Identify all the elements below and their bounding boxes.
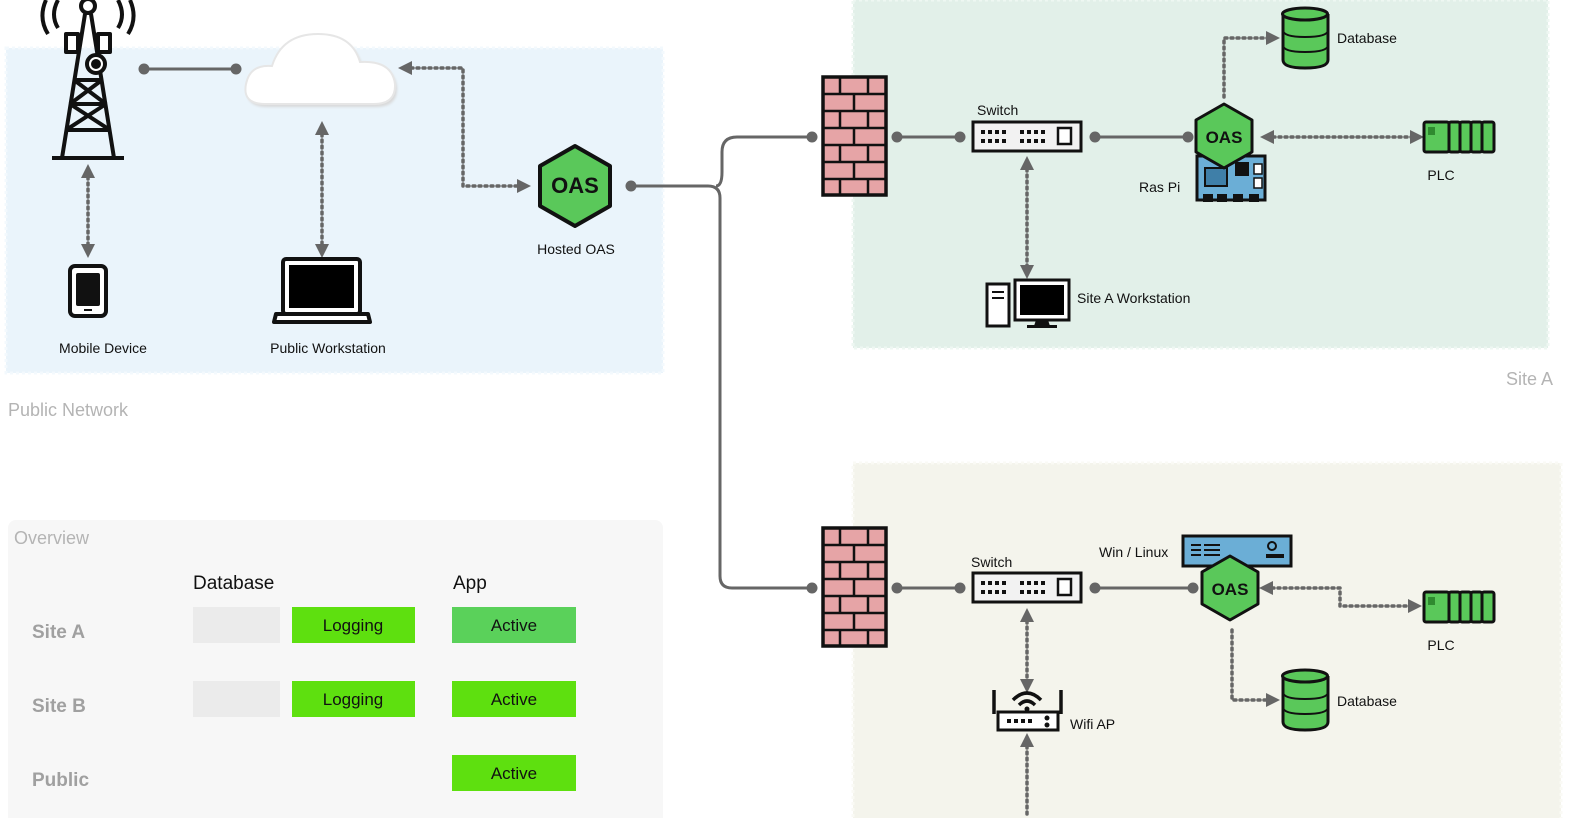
overview-panel xyxy=(8,520,663,818)
win-linux-label: Win / Linux xyxy=(1099,544,1168,560)
site-a-workstation-label: Site A Workstation xyxy=(1077,290,1190,306)
oas-site-a-icon: OAS xyxy=(1194,102,1254,170)
mobile-device-label: Mobile Device xyxy=(59,340,147,356)
logging-badge-text: Logging xyxy=(323,616,384,635)
site-a-label: Site A xyxy=(1506,369,1553,389)
oas-site-b-icon: OAS xyxy=(1200,554,1260,622)
desktop-workstation-icon xyxy=(985,278,1071,328)
plc-site-b-label: PLC xyxy=(1427,637,1454,653)
database-site-b-icon xyxy=(1281,668,1330,732)
wifi-ap-icon xyxy=(992,690,1063,732)
app-status-text: Active xyxy=(491,690,537,709)
site-b-zone xyxy=(851,461,1563,818)
svg-text:OAS: OAS xyxy=(1212,580,1249,599)
overview-row-label: Public xyxy=(32,770,89,791)
plc-site-a-icon xyxy=(1422,120,1496,154)
overview-col-database: Database xyxy=(193,573,274,594)
overview-col-app: App xyxy=(453,573,487,594)
overview-row-site-b: Site B Logging Active xyxy=(32,681,576,717)
logging-badge-text: Logging xyxy=(323,690,384,709)
overview-row-public: Public Active xyxy=(32,755,576,791)
overview-title: Overview xyxy=(14,528,90,548)
svg-text:OAS: OAS xyxy=(551,173,599,198)
firewall-site-b-icon xyxy=(821,526,888,648)
logging-badge xyxy=(292,607,415,643)
overview-row-site-a: Site A Logging Active xyxy=(32,607,576,643)
public-workstation-label: Public Workstation xyxy=(270,340,386,356)
hosted-oas-icon: OAS xyxy=(538,144,612,228)
firewall-site-a-icon xyxy=(821,75,888,197)
switch-site-b-label: Switch xyxy=(971,554,1012,570)
app-status-text: Active xyxy=(491,764,537,783)
plc-site-a-label: PLC xyxy=(1427,167,1454,183)
switch-site-a-icon xyxy=(971,120,1083,153)
database-site-b-label: Database xyxy=(1337,693,1397,709)
hosted-oas-label: Hosted OAS xyxy=(537,241,615,257)
overview-row-label: Site A xyxy=(32,622,85,643)
logging-badge xyxy=(292,681,415,717)
mobile-device-icon xyxy=(68,264,108,318)
overview-row-label: Site B xyxy=(32,696,86,717)
cloud-icon xyxy=(244,32,398,107)
laptop-icon xyxy=(272,257,372,324)
public-network-label: Public Network xyxy=(8,400,129,420)
solid-connections xyxy=(138,63,1199,594)
ras-pi-label: Ras Pi xyxy=(1139,179,1180,195)
app-status-badge xyxy=(452,607,576,643)
database-site-a-icon xyxy=(1281,6,1330,70)
switch-site-a-label: Switch xyxy=(977,102,1018,118)
wifi-ap-label: Wifi AP xyxy=(1070,716,1115,732)
database-indicator xyxy=(193,681,280,717)
dotted-connections xyxy=(81,31,1424,818)
svg-text:OAS: OAS xyxy=(1206,128,1243,147)
switch-site-b-icon xyxy=(971,571,1083,604)
app-status-badge xyxy=(452,755,576,791)
plc-site-b-icon xyxy=(1422,590,1496,624)
app-status-badge xyxy=(452,681,576,717)
database-site-a-label: Database xyxy=(1337,30,1397,46)
cell-tower-icon xyxy=(40,0,136,160)
database-indicator xyxy=(193,607,280,643)
app-status-text: Active xyxy=(491,616,537,635)
